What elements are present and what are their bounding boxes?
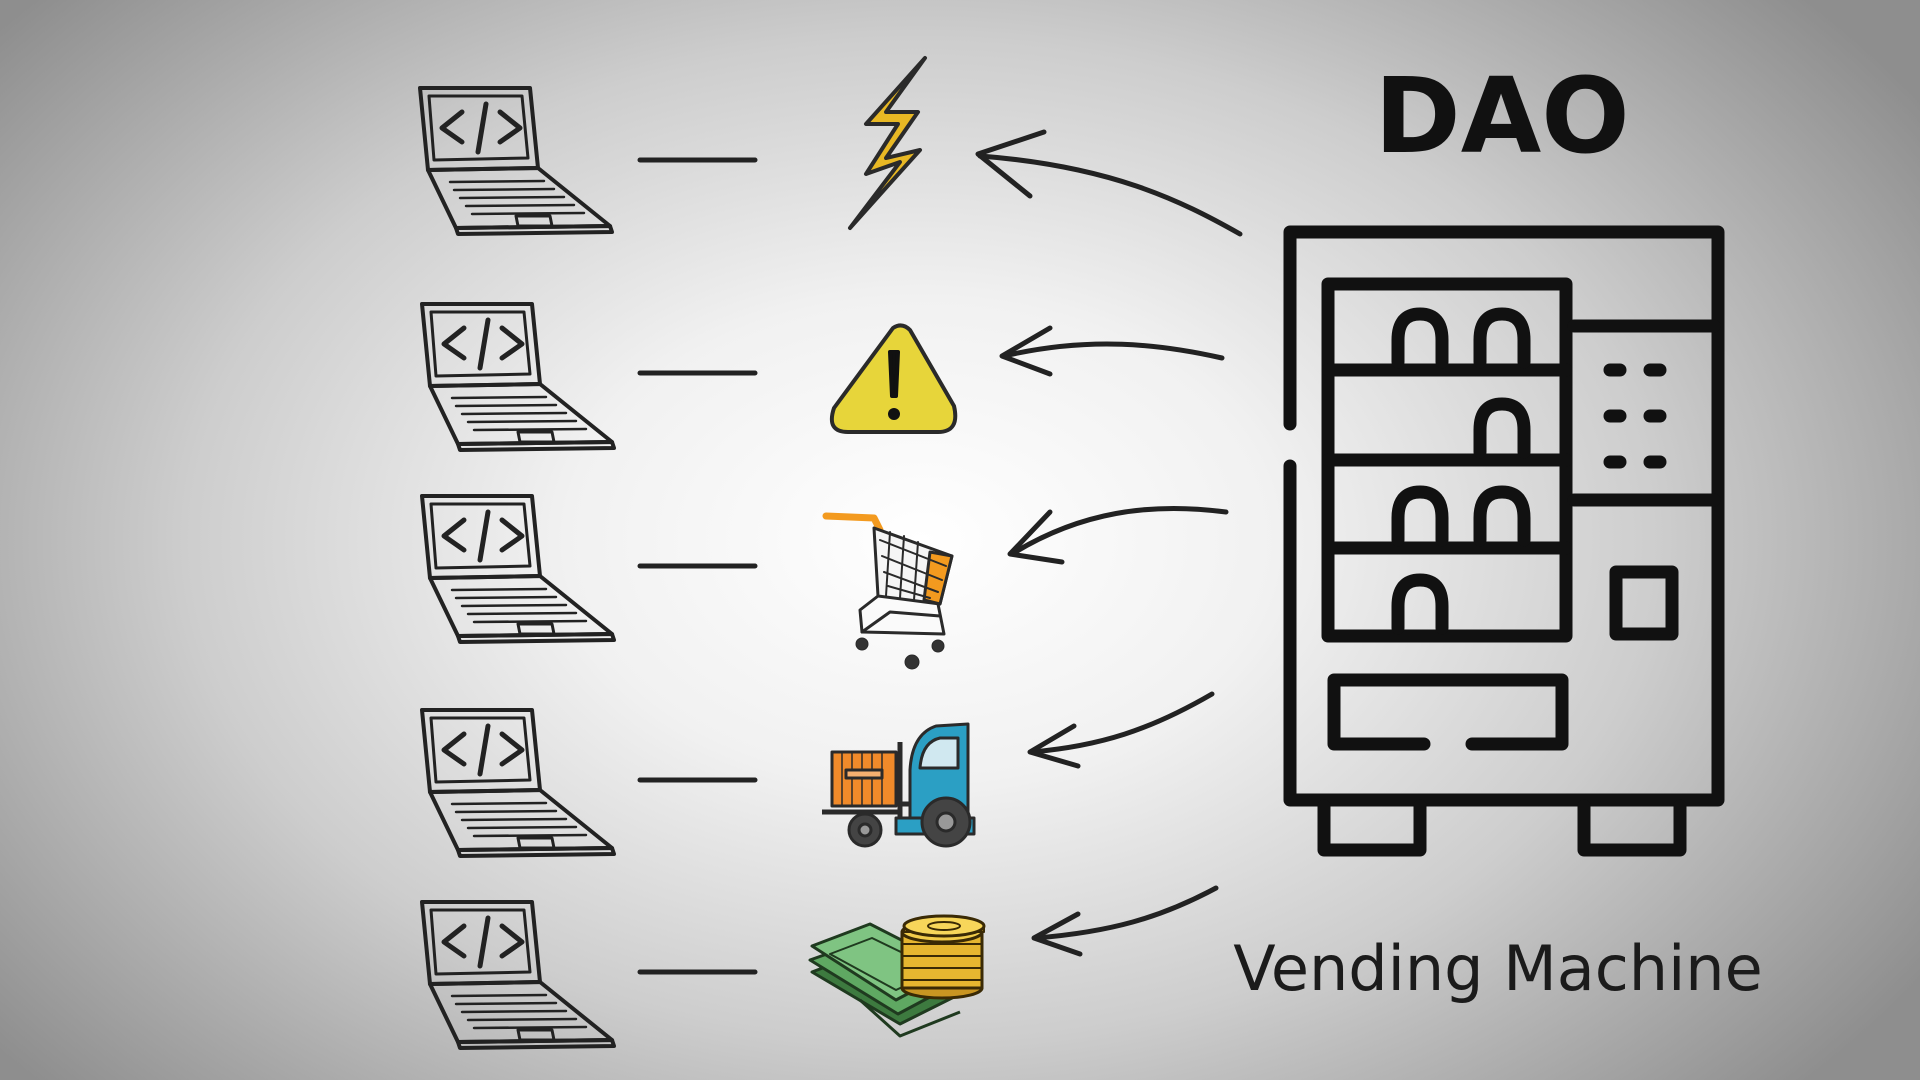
arrow-head bbox=[999, 325, 1053, 377]
laptop-code-icon bbox=[422, 902, 614, 1048]
arrows bbox=[975, 129, 1243, 957]
laptop-code-icon bbox=[422, 710, 614, 856]
money-coins-icon bbox=[808, 914, 986, 1038]
warning-triangle-icon bbox=[829, 323, 958, 434]
laptop-code-icon bbox=[420, 88, 612, 234]
machine-caption: Vending Machine bbox=[1233, 932, 1763, 1005]
laptop-code-icon bbox=[422, 304, 614, 450]
laptop-code-icon bbox=[422, 496, 614, 642]
arrow-to-forklift bbox=[1029, 691, 1215, 755]
arrow-to-warning bbox=[1001, 341, 1225, 361]
arrow-head bbox=[1027, 723, 1081, 769]
forklift-icon bbox=[822, 722, 976, 848]
lightning-bolt-icon bbox=[848, 56, 927, 230]
arrow-to-bolt bbox=[977, 153, 1243, 237]
arrow-to-money bbox=[1033, 885, 1219, 941]
arrow-to-cart bbox=[1009, 505, 1229, 557]
vending-machine-icon bbox=[1283, 225, 1725, 857]
diagram-title: DAO bbox=[1374, 55, 1629, 177]
arrow-head bbox=[1031, 911, 1083, 957]
arrow-head bbox=[1007, 509, 1065, 565]
shopping-cart-icon bbox=[822, 512, 954, 670]
arrow-head bbox=[975, 129, 1047, 199]
